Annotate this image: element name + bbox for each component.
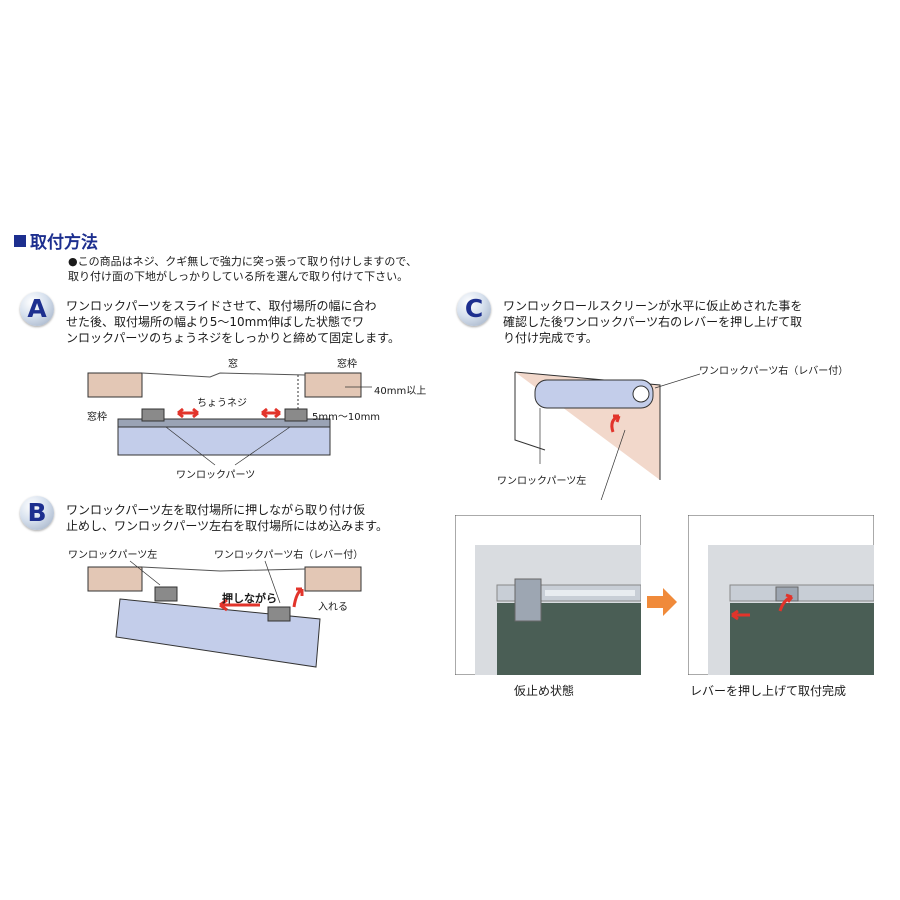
- c-right-leader: [654, 373, 700, 389]
- b-window-outline: [141, 566, 306, 572]
- c-wall-left: [514, 372, 546, 451]
- right-frame-block: [304, 372, 362, 398]
- left-frame-block: [87, 372, 143, 398]
- label-b-left-part: ワンロックパーツ左: [68, 550, 158, 561]
- photo-done-rail: [729, 584, 874, 602]
- step-a-line-2: せた後、取付場所の幅より5～10mm伸ばした状態でワ: [66, 315, 365, 329]
- b-left-clip: [154, 586, 178, 602]
- photo-done-screen: [730, 603, 874, 675]
- step-c-line-1: ワンロックロールスクリーンが水平に仮止めされた事を: [503, 299, 803, 313]
- photo-done-left-arrow: [731, 609, 750, 621]
- screen-top: [117, 418, 331, 428]
- step-a-badge: A: [20, 292, 54, 326]
- photo-temp-slot: [545, 590, 635, 596]
- left-clip: [141, 408, 165, 422]
- step-b-badge: B: [20, 496, 54, 530]
- step-c-text: ワンロックロールスクリーンが水平に仮止めされた事を 確認した後ワンロックパーツ右…: [503, 298, 802, 346]
- step-a-diagram: [87, 372, 372, 466]
- caption-temporary: 仮止め状態: [514, 684, 575, 698]
- b-left-frame: [87, 566, 143, 592]
- label-parts: ワンロックパーツ: [176, 470, 256, 481]
- intro-line-2: 取り付け面の下地がしっかりしている所を選んで取り付けて下さい。: [68, 270, 409, 283]
- label-frame-left: 窓枠: [87, 412, 107, 423]
- step-b-diagram: [87, 560, 362, 668]
- step-b-line-1: ワンロックパーツ左を取付場所に押しながら取り付け仮: [66, 503, 366, 517]
- label-insert: 入れる: [318, 602, 348, 613]
- label-frame-right: 窓枠: [337, 359, 357, 370]
- b-right-clip: [267, 606, 291, 622]
- push-arrow: [219, 598, 260, 612]
- step-c-line-2: 確認した後ワンロックパーツ右のレバーを押し上げて取: [503, 315, 803, 329]
- label-screw: ちょうネジ: [197, 398, 247, 409]
- c-lever-arrow: [610, 414, 621, 433]
- label-window: 窓: [228, 359, 238, 370]
- label-c-right-part: ワンロックパーツ右（レバー付）: [699, 366, 849, 377]
- right-slide-arrow: [261, 407, 281, 419]
- label-depth: 40mm以上: [374, 386, 427, 397]
- step-b-line-2: 止めし、ワンロックパーツ左右を取付場所にはめ込みます。: [66, 519, 388, 533]
- photo-temp-bracket: [514, 578, 542, 622]
- next-arrow-shape: [647, 588, 677, 616]
- photo-done-up-arrow: [778, 593, 794, 612]
- parts-leader-left: [165, 426, 216, 466]
- label-pushing: 押しながら: [222, 592, 277, 605]
- section-title: 取付方法: [14, 228, 98, 253]
- step-a-line-1: ワンロックパーツをスライドさせて、取付場所の幅に合わ: [66, 299, 377, 313]
- step-a-line-3: ンロックパーツのちょうネジをしっかりと締めて固定します。: [66, 331, 400, 345]
- title-text: 取付方法: [30, 233, 98, 253]
- step-c-diagram: [514, 371, 700, 500]
- b-right-leader: [264, 560, 281, 604]
- c-photo-leader: [600, 429, 626, 500]
- photo-temporary: [455, 515, 641, 675]
- b-right-frame: [304, 566, 362, 592]
- label-gap: 5mm～10mm: [312, 412, 381, 423]
- step-c-line-3: り付け完成です。: [503, 331, 598, 345]
- c-roller-end: [632, 385, 650, 403]
- left-slide-arrow: [177, 407, 199, 419]
- intro-line-1: ●この商品はネジ、クギ無しで強力に突っ張って取り付けしますので、: [68, 255, 417, 268]
- label-b-right-part: ワンロックパーツ右（レバー付）: [214, 550, 364, 561]
- window-outline: [141, 372, 306, 378]
- intro-text: ●この商品はネジ、クギ無しで強力に突っ張って取り付けしますので、 取り付け面の下…: [68, 254, 417, 284]
- label-c-left-part: ワンロックパーツ左: [497, 476, 587, 487]
- step-a-text: ワンロックパーツをスライドさせて、取付場所の幅に合わ せた後、取付場所の幅より5…: [66, 298, 400, 346]
- b-left-leader: [129, 560, 161, 586]
- parts-leader-right: [234, 426, 291, 466]
- screen-box: [117, 424, 331, 456]
- c-roller: [534, 379, 654, 409]
- title-square-icon: [14, 234, 26, 247]
- right-clip: [284, 408, 308, 422]
- step-c-badge: C: [457, 292, 491, 326]
- photo-complete: [688, 515, 874, 675]
- insert-arrow: [292, 587, 304, 608]
- step-b-text: ワンロックパーツ左を取付場所に押しながら取り付け仮 止めし、ワンロックパーツ左右…: [66, 502, 388, 534]
- next-arrow-icon: [647, 588, 677, 616]
- caption-complete: レバーを押し上げて取付完成: [690, 684, 847, 698]
